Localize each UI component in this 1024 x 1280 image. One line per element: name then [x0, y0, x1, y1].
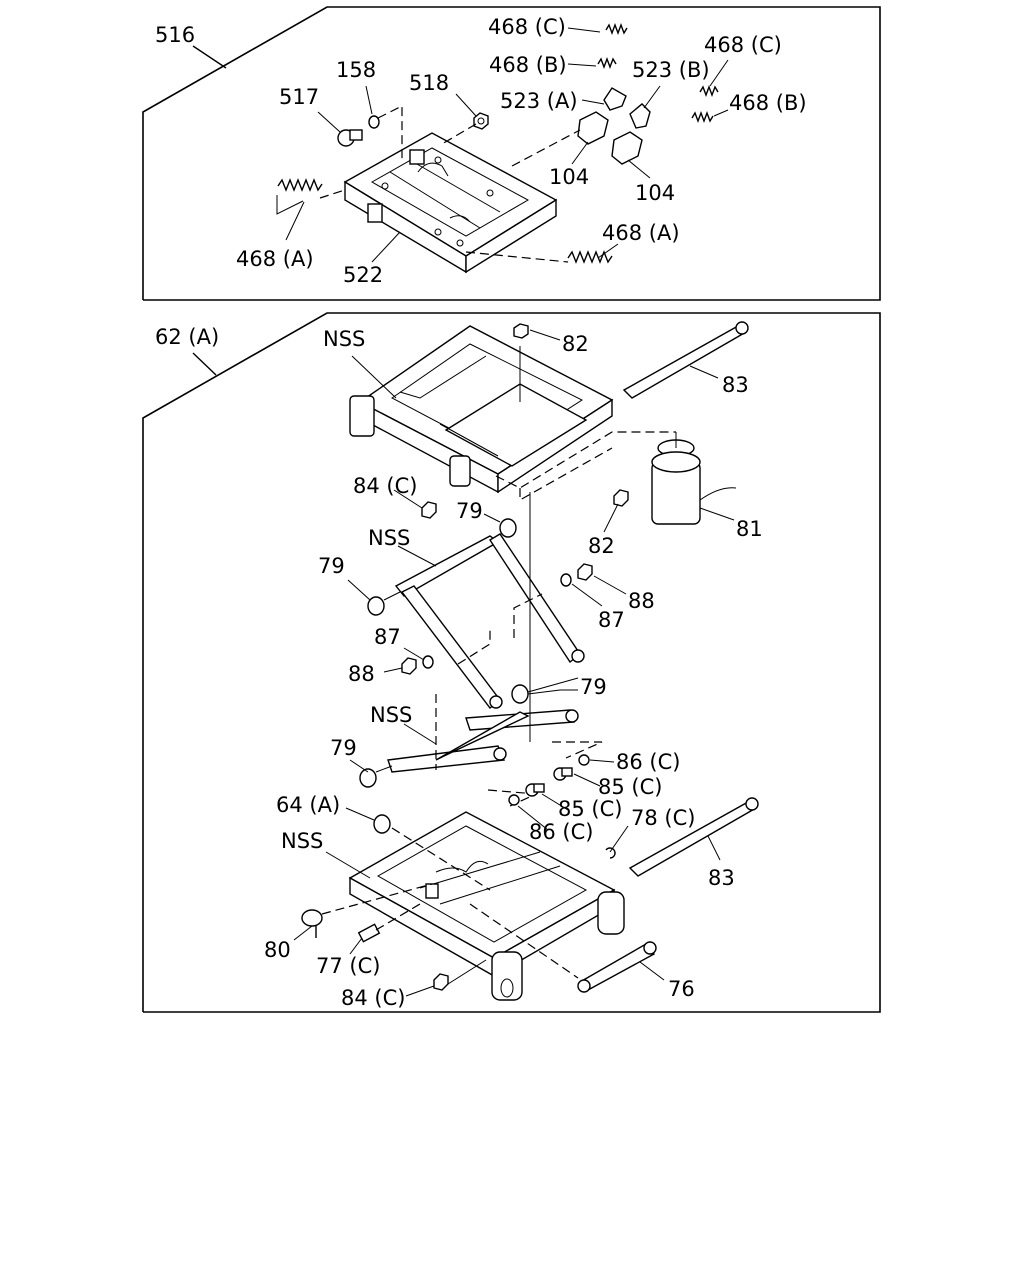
washer-87-upper-icon [560, 573, 572, 587]
label-86c-upper: 86 (C) [616, 750, 680, 774]
label-81: 81 [736, 517, 763, 541]
label-nss-lower-arm: NSS [370, 703, 412, 727]
upper-plate-assembly [349, 325, 614, 494]
label-79-left-upper: 79 [318, 554, 345, 578]
spring-468b-right-icon [691, 111, 714, 123]
label-79-left-lower: 79 [330, 736, 357, 760]
label-86c-lower: 86 (C) [529, 820, 593, 844]
label-77c: 77 (C) [316, 954, 380, 978]
frame-assembly-522 [343, 132, 558, 274]
label-84c-bottom: 84 (C) [341, 986, 405, 1010]
label-516: 516 [155, 23, 195, 47]
spring-468b-top-icon [597, 57, 617, 69]
label-88-left: 88 [348, 662, 375, 686]
label-87-right: 87 [598, 608, 625, 632]
leader-lines [285, 27, 735, 997]
label-64a: 64 (A) [276, 793, 340, 817]
label-84c-top: 84 (C) [353, 474, 417, 498]
actuator-81-icon [651, 432, 737, 525]
label-nss-base: NSS [281, 829, 323, 853]
spring-468c-top-icon [605, 23, 628, 35]
pad-104-left-icon [577, 111, 609, 145]
collar-158-icon [368, 115, 380, 129]
bolt-85c-upper-icon [553, 767, 573, 781]
label-82-right: 82 [588, 534, 615, 558]
nut-84c-top-icon [421, 501, 437, 519]
rod-83-top-icon [622, 321, 749, 399]
label-62a: 62 (A) [155, 325, 219, 349]
spring-468a-right-icon [567, 250, 613, 264]
label-78c: 78 (C) [631, 806, 695, 830]
label-82-top: 82 [562, 332, 589, 356]
nut-84c-bottom-icon [433, 973, 449, 991]
label-nss-upper-arm: NSS [368, 526, 410, 550]
washer-86c-lower-icon [508, 794, 520, 806]
bracket-523a-icon [603, 87, 627, 111]
label-468b-right: 468 (B) [729, 91, 807, 115]
label-468c-right: 468 (C) [704, 33, 782, 57]
label-79-top: 79 [456, 499, 483, 523]
label-83-bottom: 83 [708, 866, 735, 890]
label-523b: 523 (B) [632, 58, 710, 82]
clip-78c-icon [605, 847, 616, 859]
label-468c-top: 468 (C) [488, 15, 566, 39]
label-nss-top-plate: NSS [323, 327, 365, 351]
label-468a-right: 468 (A) [602, 221, 680, 245]
washer-86c-upper-icon [578, 754, 590, 766]
label-76: 76 [668, 977, 695, 1001]
label-468a-left: 468 (A) [236, 247, 314, 271]
label-85c-lower: 85 (C) [558, 797, 622, 821]
label-104-left: 104 [549, 165, 589, 189]
label-85c-upper: 85 (C) [598, 775, 662, 799]
label-468b-top: 468 (B) [489, 53, 567, 77]
label-518: 518 [409, 71, 449, 95]
part-labels: 516 468 (C) 468 (B) 468 (C) 523 (B) 523 … [155, 15, 807, 1010]
nut-88-lower-icon [401, 657, 417, 675]
rod-83-bottom-icon [628, 797, 759, 877]
bracket-523b-icon [629, 103, 651, 129]
label-522: 522 [343, 263, 383, 287]
label-517: 517 [279, 85, 319, 109]
bushing-64a-icon [373, 814, 391, 834]
nut-82-top-icon [513, 323, 529, 339]
shaft-76-icon [577, 941, 657, 993]
label-79-right: 79 [580, 675, 607, 699]
scissor-arm-upper [367, 518, 585, 709]
spring-468a-left-icon [277, 178, 323, 192]
label-158: 158 [336, 58, 376, 82]
group-frame-upper [142, 6, 881, 301]
label-88-right: 88 [628, 589, 655, 613]
label-87-left: 87 [374, 625, 401, 649]
nut-82-right-icon [613, 489, 629, 507]
label-80: 80 [264, 938, 291, 962]
washer-87-lower-icon [422, 655, 434, 669]
group-frame-lower [142, 312, 881, 1013]
label-523a: 523 (A) [500, 89, 578, 113]
bolt-517-icon [337, 129, 363, 147]
label-104-right: 104 [635, 181, 675, 205]
knob-80-icon [301, 909, 323, 938]
nut-518-icon [473, 112, 489, 130]
spring-468c-right-icon [699, 85, 719, 97]
scissor-arm-lower [359, 684, 579, 788]
label-83-top: 83 [722, 373, 749, 397]
bolt-85c-lower-icon [525, 783, 545, 797]
pad-104-right-icon [611, 131, 643, 165]
nut-88-upper-icon [577, 563, 593, 581]
